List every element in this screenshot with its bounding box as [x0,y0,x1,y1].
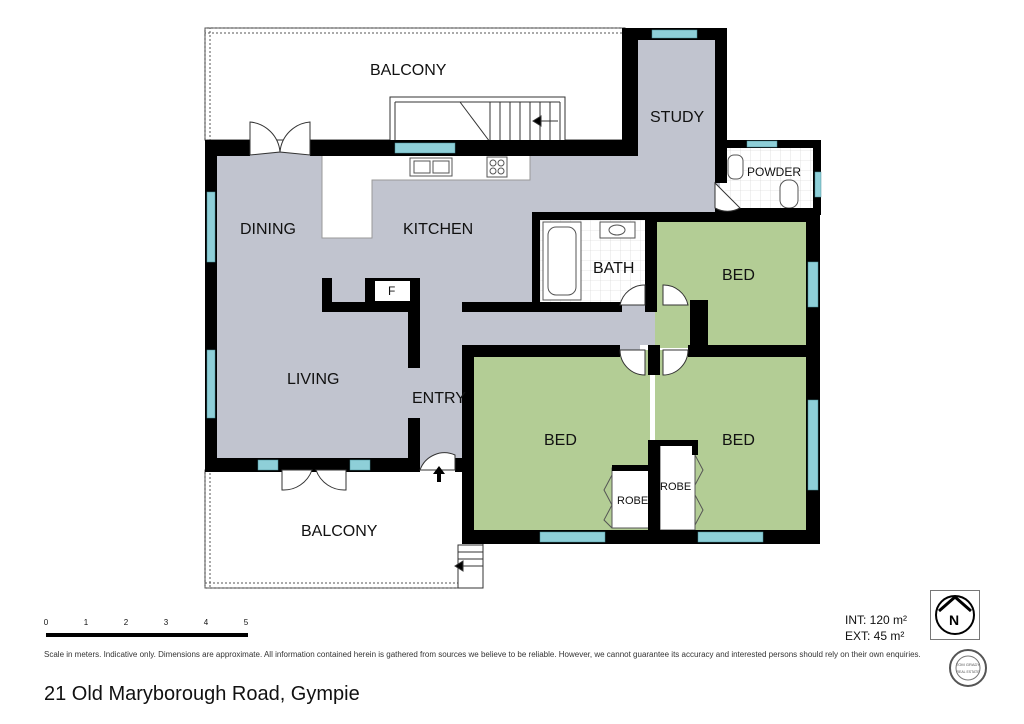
property-address: 21 Old Maryborough Road, Gympie [44,683,360,705]
label-bath: BATH [593,260,634,277]
kitchen-bench [321,151,531,239]
scale-tick-5: 5 [243,618,249,627]
internal-area: INT: 120 m² [845,613,908,627]
scale-ticks: 0 1 2 3 4 5 [44,618,254,630]
label-bed-2: BED [544,432,577,449]
label-living: LIVING [287,371,339,388]
label-study: STUDY [650,109,705,126]
windows [206,29,822,543]
stairs-bottom [454,544,484,589]
scale-tick-1: 1 [83,618,89,627]
scale-tick-0: 0 [43,618,49,627]
seal-text-top: TOM GRADY [956,662,980,667]
label-dining: DINING [240,221,296,238]
doors [249,121,741,491]
robes [603,444,704,531]
label-powder: POWDER [747,165,801,179]
scale-tick-3: 3 [163,618,169,627]
scale-tick-2: 2 [123,618,129,627]
label-balcony-bottom: BALCONY [301,523,378,540]
label-kitchen: KITCHEN [403,221,473,238]
agency-seal-logo: TOM GRADY REAL ESTATE [948,648,988,688]
label-balcony-top: BALCONY [370,62,447,79]
compass-letter: N [949,612,959,628]
entry-arrow [433,466,445,482]
label-entry: ENTRY [412,390,466,407]
label-fridge: F [388,284,395,298]
seal-text-bottom: REAL ESTATE [956,670,980,674]
north-arrow-icon: N [935,595,975,635]
scale-bar [46,633,248,637]
label-robe-2: ROBE [660,481,691,493]
external-area: EXT: 45 m² [845,629,905,643]
label-robe-1: ROBE [617,495,648,507]
scale-tick-4: 4 [203,618,209,627]
area-summary: INT: 120 m² EXT: 45 m² [845,612,907,644]
stairs-top [389,96,566,143]
label-bed-3: BED [722,432,755,449]
powder-room-floor [725,148,815,213]
disclaimer: Scale in meters. Indicative only. Dimens… [44,650,921,659]
compass: N [930,590,980,640]
label-bed-1: BED [722,267,755,284]
